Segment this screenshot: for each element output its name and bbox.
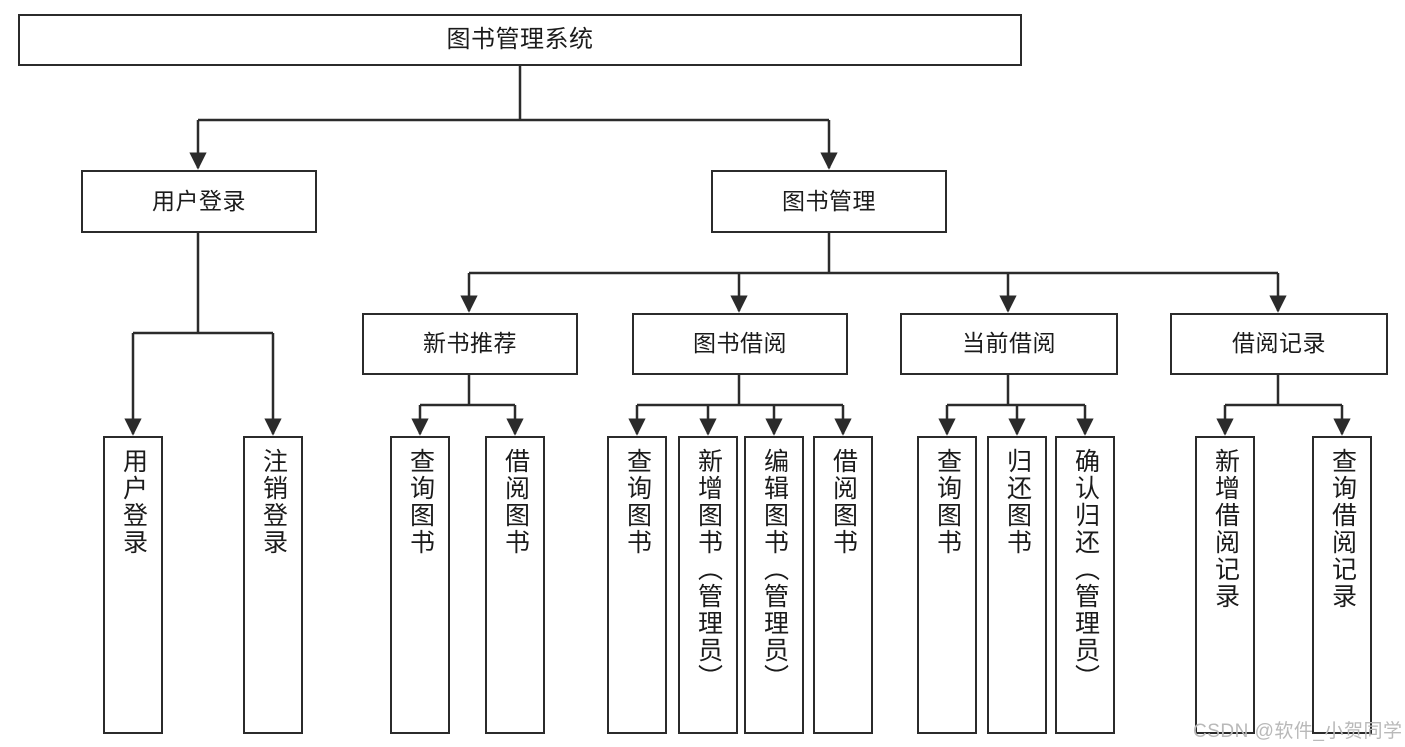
node-leaf-borrow-book-1[interactable]: 借阅图书 xyxy=(485,436,545,734)
node-leaf-borrow-book-2-label: 借阅图书 xyxy=(829,448,858,556)
node-leaf-query-book-3[interactable]: 查询图书 xyxy=(917,436,977,734)
node-user-login-label: 用户登录 xyxy=(152,187,246,214)
node-book-borrow-label: 图书借阅 xyxy=(693,330,787,357)
node-leaf-return-book-label: 归还图书 xyxy=(1003,448,1032,556)
node-leaf-user-logout[interactable]: 注销登录 xyxy=(243,436,303,734)
node-book-manage[interactable]: 图书管理 xyxy=(711,170,947,233)
node-leaf-query-book-2[interactable]: 查询图书 xyxy=(607,436,667,734)
node-leaf-add-record-label: 新增借阅记录 xyxy=(1211,448,1240,610)
node-leaf-confirm-return[interactable]: 确认归还（管理员） xyxy=(1055,436,1115,734)
node-leaf-edit-book[interactable]: 编辑图书（管理员） xyxy=(744,436,804,734)
node-leaf-user-login-label: 用户登录 xyxy=(119,448,148,556)
node-leaf-confirm-return-label: 确认归还（管理员） xyxy=(1071,448,1100,691)
node-leaf-add-book-label: 新增图书（管理员） xyxy=(694,448,723,691)
node-new-book-rec-label: 新书推荐 xyxy=(423,330,517,357)
node-root[interactable]: 图书管理系统 xyxy=(18,14,1022,66)
node-leaf-add-book[interactable]: 新增图书（管理员） xyxy=(678,436,738,734)
node-borrow-record[interactable]: 借阅记录 xyxy=(1170,313,1388,375)
watermark: CSDN @软件_小贺同学 xyxy=(1193,721,1403,742)
node-leaf-user-login[interactable]: 用户登录 xyxy=(103,436,163,734)
node-leaf-edit-book-label: 编辑图书（管理员） xyxy=(760,448,789,691)
node-book-manage-label: 图书管理 xyxy=(782,187,876,214)
node-leaf-borrow-book-1-label: 借阅图书 xyxy=(501,448,530,556)
node-book-borrow[interactable]: 图书借阅 xyxy=(632,313,848,375)
node-new-book-rec[interactable]: 新书推荐 xyxy=(362,313,578,375)
node-leaf-query-record-label: 查询借阅记录 xyxy=(1328,448,1357,610)
node-leaf-query-book-1-label: 查询图书 xyxy=(406,448,435,556)
node-leaf-query-book-2-label: 查询图书 xyxy=(623,448,652,556)
node-current-borrow[interactable]: 当前借阅 xyxy=(900,313,1118,375)
node-borrow-record-label: 借阅记录 xyxy=(1232,330,1326,357)
node-leaf-add-record[interactable]: 新增借阅记录 xyxy=(1195,436,1255,734)
node-user-login[interactable]: 用户登录 xyxy=(81,170,317,233)
node-leaf-borrow-book-2[interactable]: 借阅图书 xyxy=(813,436,873,734)
node-leaf-user-logout-label: 注销登录 xyxy=(259,448,288,556)
node-root-label: 图书管理系统 xyxy=(446,25,594,53)
node-leaf-query-book-1[interactable]: 查询图书 xyxy=(390,436,450,734)
node-leaf-query-book-3-label: 查询图书 xyxy=(933,448,962,556)
node-leaf-query-record[interactable]: 查询借阅记录 xyxy=(1312,436,1372,734)
node-leaf-return-book[interactable]: 归还图书 xyxy=(987,436,1047,734)
node-current-borrow-label: 当前借阅 xyxy=(962,330,1056,357)
